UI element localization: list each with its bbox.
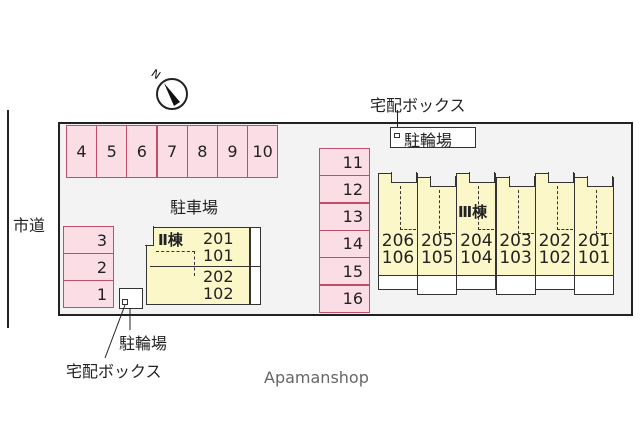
building-3-unit <box>574 177 614 276</box>
unit-104: 104 <box>460 248 493 268</box>
balcony-notch <box>430 176 457 187</box>
unit-102: 102 <box>538 248 572 268</box>
balcony <box>456 275 497 290</box>
parking-slot: 7 <box>156 125 188 178</box>
balcony <box>574 275 614 295</box>
unit-101: 101 <box>577 248 611 268</box>
building-3-unit <box>378 173 418 276</box>
unit-204: 204 <box>460 231 493 251</box>
unit-205: 205 <box>420 231 454 251</box>
partition <box>556 186 573 230</box>
balcony <box>417 275 458 295</box>
parking-slot: 1 <box>63 280 114 308</box>
parking-slot: 3 <box>63 226 114 254</box>
parking-slot: 12 <box>319 175 370 204</box>
unit-101: 101 <box>203 246 234 265</box>
parking-slot: 4 <box>66 125 97 178</box>
balcony-notch <box>587 176 613 187</box>
delivery-box-icon <box>394 133 400 138</box>
road-label: 市道 <box>13 216 46 235</box>
unit-201: 201 <box>577 231 611 251</box>
partition <box>478 186 495 230</box>
parking-slot: 5 <box>96 125 128 178</box>
parking-slot: 15 <box>319 257 370 286</box>
unit-105: 105 <box>420 248 454 268</box>
balcony <box>495 275 536 295</box>
balcony-notch <box>508 176 535 187</box>
bike-parking-2 <box>119 288 143 309</box>
leader-lines <box>104 304 131 359</box>
delivery-box-label: 宅配ボックス <box>370 96 466 115</box>
partition <box>517 190 534 234</box>
compass-icon: N <box>149 66 190 112</box>
compass-label: N <box>150 67 163 82</box>
balcony-notch <box>547 172 574 183</box>
building-2-notch <box>145 226 154 246</box>
parking-label: 駐車場 <box>170 198 219 217</box>
partition <box>156 251 195 276</box>
parking-slot: 11 <box>319 148 370 176</box>
bike-parking-label: 駐輪場 <box>404 131 453 150</box>
parking-slot: 16 <box>319 284 370 313</box>
partition <box>400 186 416 230</box>
leader-line <box>397 110 398 130</box>
unit-206: 206 <box>381 231 415 251</box>
parking-slot: 13 <box>319 202 370 231</box>
delivery-box-label-2: 宅配ボックス <box>66 362 162 381</box>
lot-entrance-line <box>58 122 60 316</box>
balcony-notch <box>469 172 496 183</box>
partition <box>596 190 612 234</box>
unit-203: 203 <box>499 231 532 251</box>
parking-slot: 2 <box>63 253 114 281</box>
unit-106: 106 <box>381 248 415 268</box>
unit-103: 103 <box>499 248 532 268</box>
building-2-label: Ⅱ棟 <box>158 231 183 249</box>
parking-slot: 10 <box>247 125 279 178</box>
parking-slot: 9 <box>217 125 248 178</box>
delivery-box-icon <box>122 299 128 305</box>
parking-slot: 14 <box>319 229 370 258</box>
parking-slot: 8 <box>186 125 218 178</box>
building-2-divider <box>150 266 261 267</box>
unit-202: 202 <box>538 231 572 251</box>
balcony <box>378 275 418 290</box>
parking-slot: 6 <box>126 125 158 178</box>
unit-201: 201 <box>203 229 234 248</box>
balcony-notch <box>391 172 417 183</box>
balcony <box>534 275 575 290</box>
building-3-label: Ⅲ棟 <box>458 203 488 221</box>
unit-202: 202 <box>203 267 234 286</box>
road-line <box>7 110 9 328</box>
bike-parking-label-2: 駐輪場 <box>119 334 168 353</box>
unit-102: 102 <box>203 284 234 303</box>
partition <box>439 190 456 234</box>
watermark: Apamanshop <box>264 368 369 387</box>
bike-parking-1 <box>390 127 476 148</box>
